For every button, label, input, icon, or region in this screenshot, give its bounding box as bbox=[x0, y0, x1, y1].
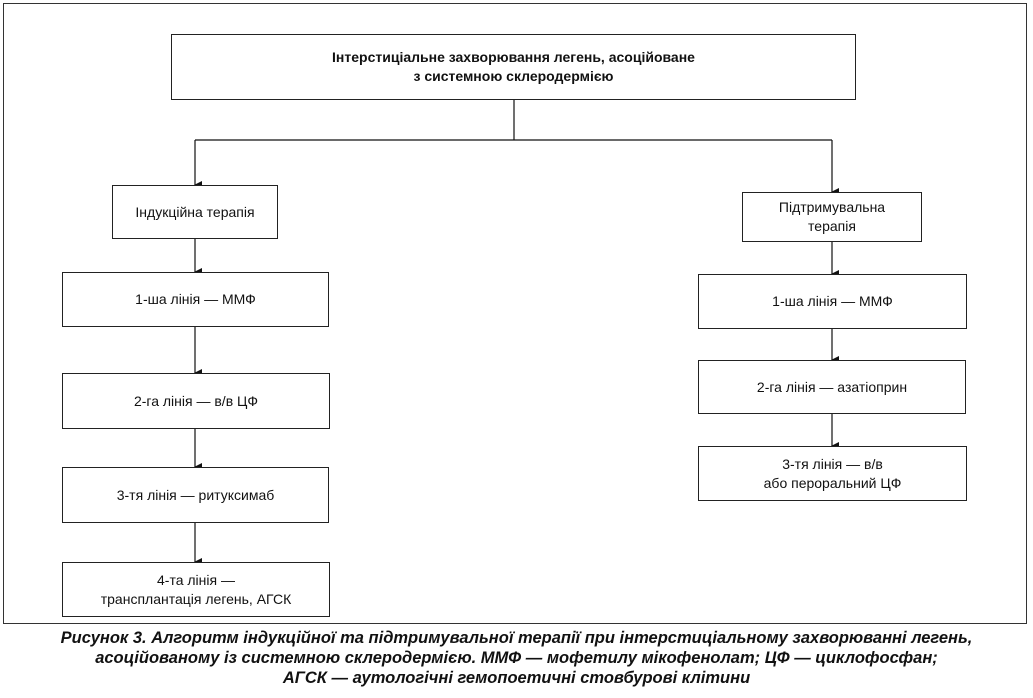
caption-line-2: асоційованому із системною склеродермією… bbox=[95, 649, 938, 667]
induction-step-2: 2-га лінія — в/в ЦФ bbox=[62, 373, 330, 429]
root-box: Інтерстиціальне захворювання легень, асо… bbox=[171, 34, 856, 100]
figure-frame bbox=[3, 3, 1027, 624]
induction-step-3: 3-тя лінія — ритуксимаб bbox=[62, 467, 329, 523]
maintenance-header-box: Підтримувальна терапія bbox=[742, 192, 922, 242]
induction-header-box: Індукційна терапія bbox=[112, 185, 278, 239]
caption-line-3: АГСК — аутологічні гемопоетичні стовбуро… bbox=[282, 669, 751, 687]
caption-line-1: Рисунок 3. Алгоритм індукційної та підтр… bbox=[60, 629, 973, 647]
figure-caption: Рисунок 3. Алгоритм індукційної та підтр… bbox=[0, 628, 1033, 688]
induction-step-4: 4-та лінія — трансплантація легень, АГСК bbox=[62, 562, 330, 617]
maintenance-step-1: 1-ша лінія — ММФ bbox=[698, 274, 967, 329]
induction-step-1: 1-ша лінія — ММФ bbox=[62, 272, 329, 327]
maintenance-step-2: 2-га лінія — азатіоприн bbox=[698, 360, 966, 414]
maintenance-step-3: 3-тя лінія — в/в або пероральний ЦФ bbox=[698, 446, 967, 501]
